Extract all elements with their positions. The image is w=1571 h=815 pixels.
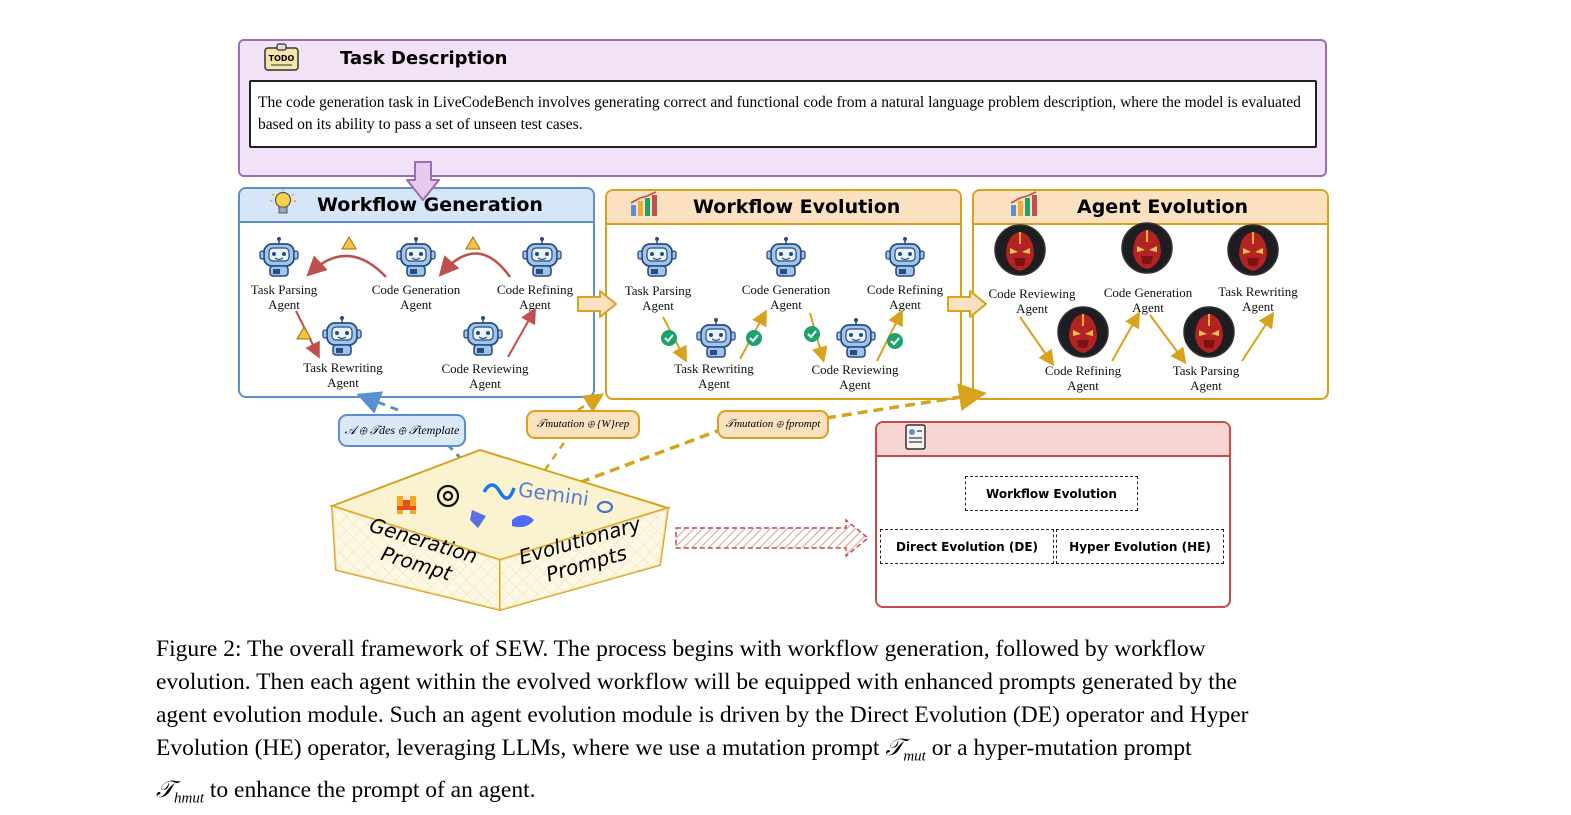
- agent-evolution-title: Agent Evolution: [1077, 196, 1249, 218]
- figure-caption: Figure 2: The overall framework of SEW. …: [156, 633, 1421, 815]
- workflow-evolution-title: Workflow Evolution: [693, 196, 901, 218]
- task-description-title: Task Description: [340, 48, 508, 69]
- todo-icon: TODO: [264, 43, 299, 71]
- generation-formula-tag: 𝒜 ⊕ 𝒯des ⊕ 𝒯template: [338, 414, 466, 447]
- caption-line: Figure 2: The overall framework of SEW. …: [156, 636, 1206, 662]
- gemini-extra-icon: [596, 500, 614, 514]
- right-arrow-icon: [947, 290, 987, 318]
- workflow-evolution-formula-tag: 𝒯mutation ⊕ {W}rep: [526, 410, 640, 439]
- caption-line: agent evolution module. Such an agent ev…: [156, 702, 1249, 728]
- caption-line: 𝒯hmut to enhance the prompt of an agent.: [156, 776, 536, 807]
- agent-evolution-arrows: [1019, 311, 1275, 367]
- down-arrow-icon: [406, 161, 440, 201]
- task-description-text: The code generation task in LiveCodeBenc…: [258, 94, 1301, 133]
- caption-line: evolution. Then each agent within the ev…: [156, 669, 1237, 695]
- workflow-generation-arrows: [295, 236, 536, 359]
- warning-icon: [296, 236, 481, 340]
- workflow-evolution-box: Workflow Evolution: [965, 476, 1138, 511]
- deepseek-icon: [512, 515, 534, 528]
- direct-evolution-box: Direct Evolution (DE): [880, 529, 1054, 564]
- hyper-evolution-box: Hyper Evolution (HE): [1056, 529, 1224, 564]
- right-arrow-icon: [577, 290, 617, 318]
- todo-icon-text: TODO: [269, 54, 295, 63]
- check-icon: [661, 326, 903, 349]
- llm-logos: [397, 483, 614, 528]
- meta-icon: [482, 483, 516, 500]
- mistral-icon: [397, 496, 416, 514]
- openai-icon: [436, 484, 460, 508]
- workflow-generation-title: Workflow Generation: [317, 194, 543, 216]
- llm-box: [328, 448, 672, 612]
- operators-panel: [875, 421, 1231, 608]
- bar-chart-icon: [1010, 191, 1037, 216]
- workflow-evolution-panel: [605, 189, 962, 400]
- workflow-generation-panel: [238, 187, 595, 398]
- lightbulb-icon: [270, 189, 296, 214]
- claude-icon: [470, 510, 486, 528]
- agent-evolution-formula-tag: 𝒯mutation ⊕ fprompt: [717, 410, 829, 439]
- task-description-textbox: [249, 80, 1317, 148]
- caption-line: Evolution (HE) operator, leveraging LLMs…: [156, 735, 1192, 765]
- bar-chart-icon: [630, 191, 657, 216]
- workflow-evolution-arrows: [661, 309, 903, 363]
- document-icon: [905, 424, 926, 450]
